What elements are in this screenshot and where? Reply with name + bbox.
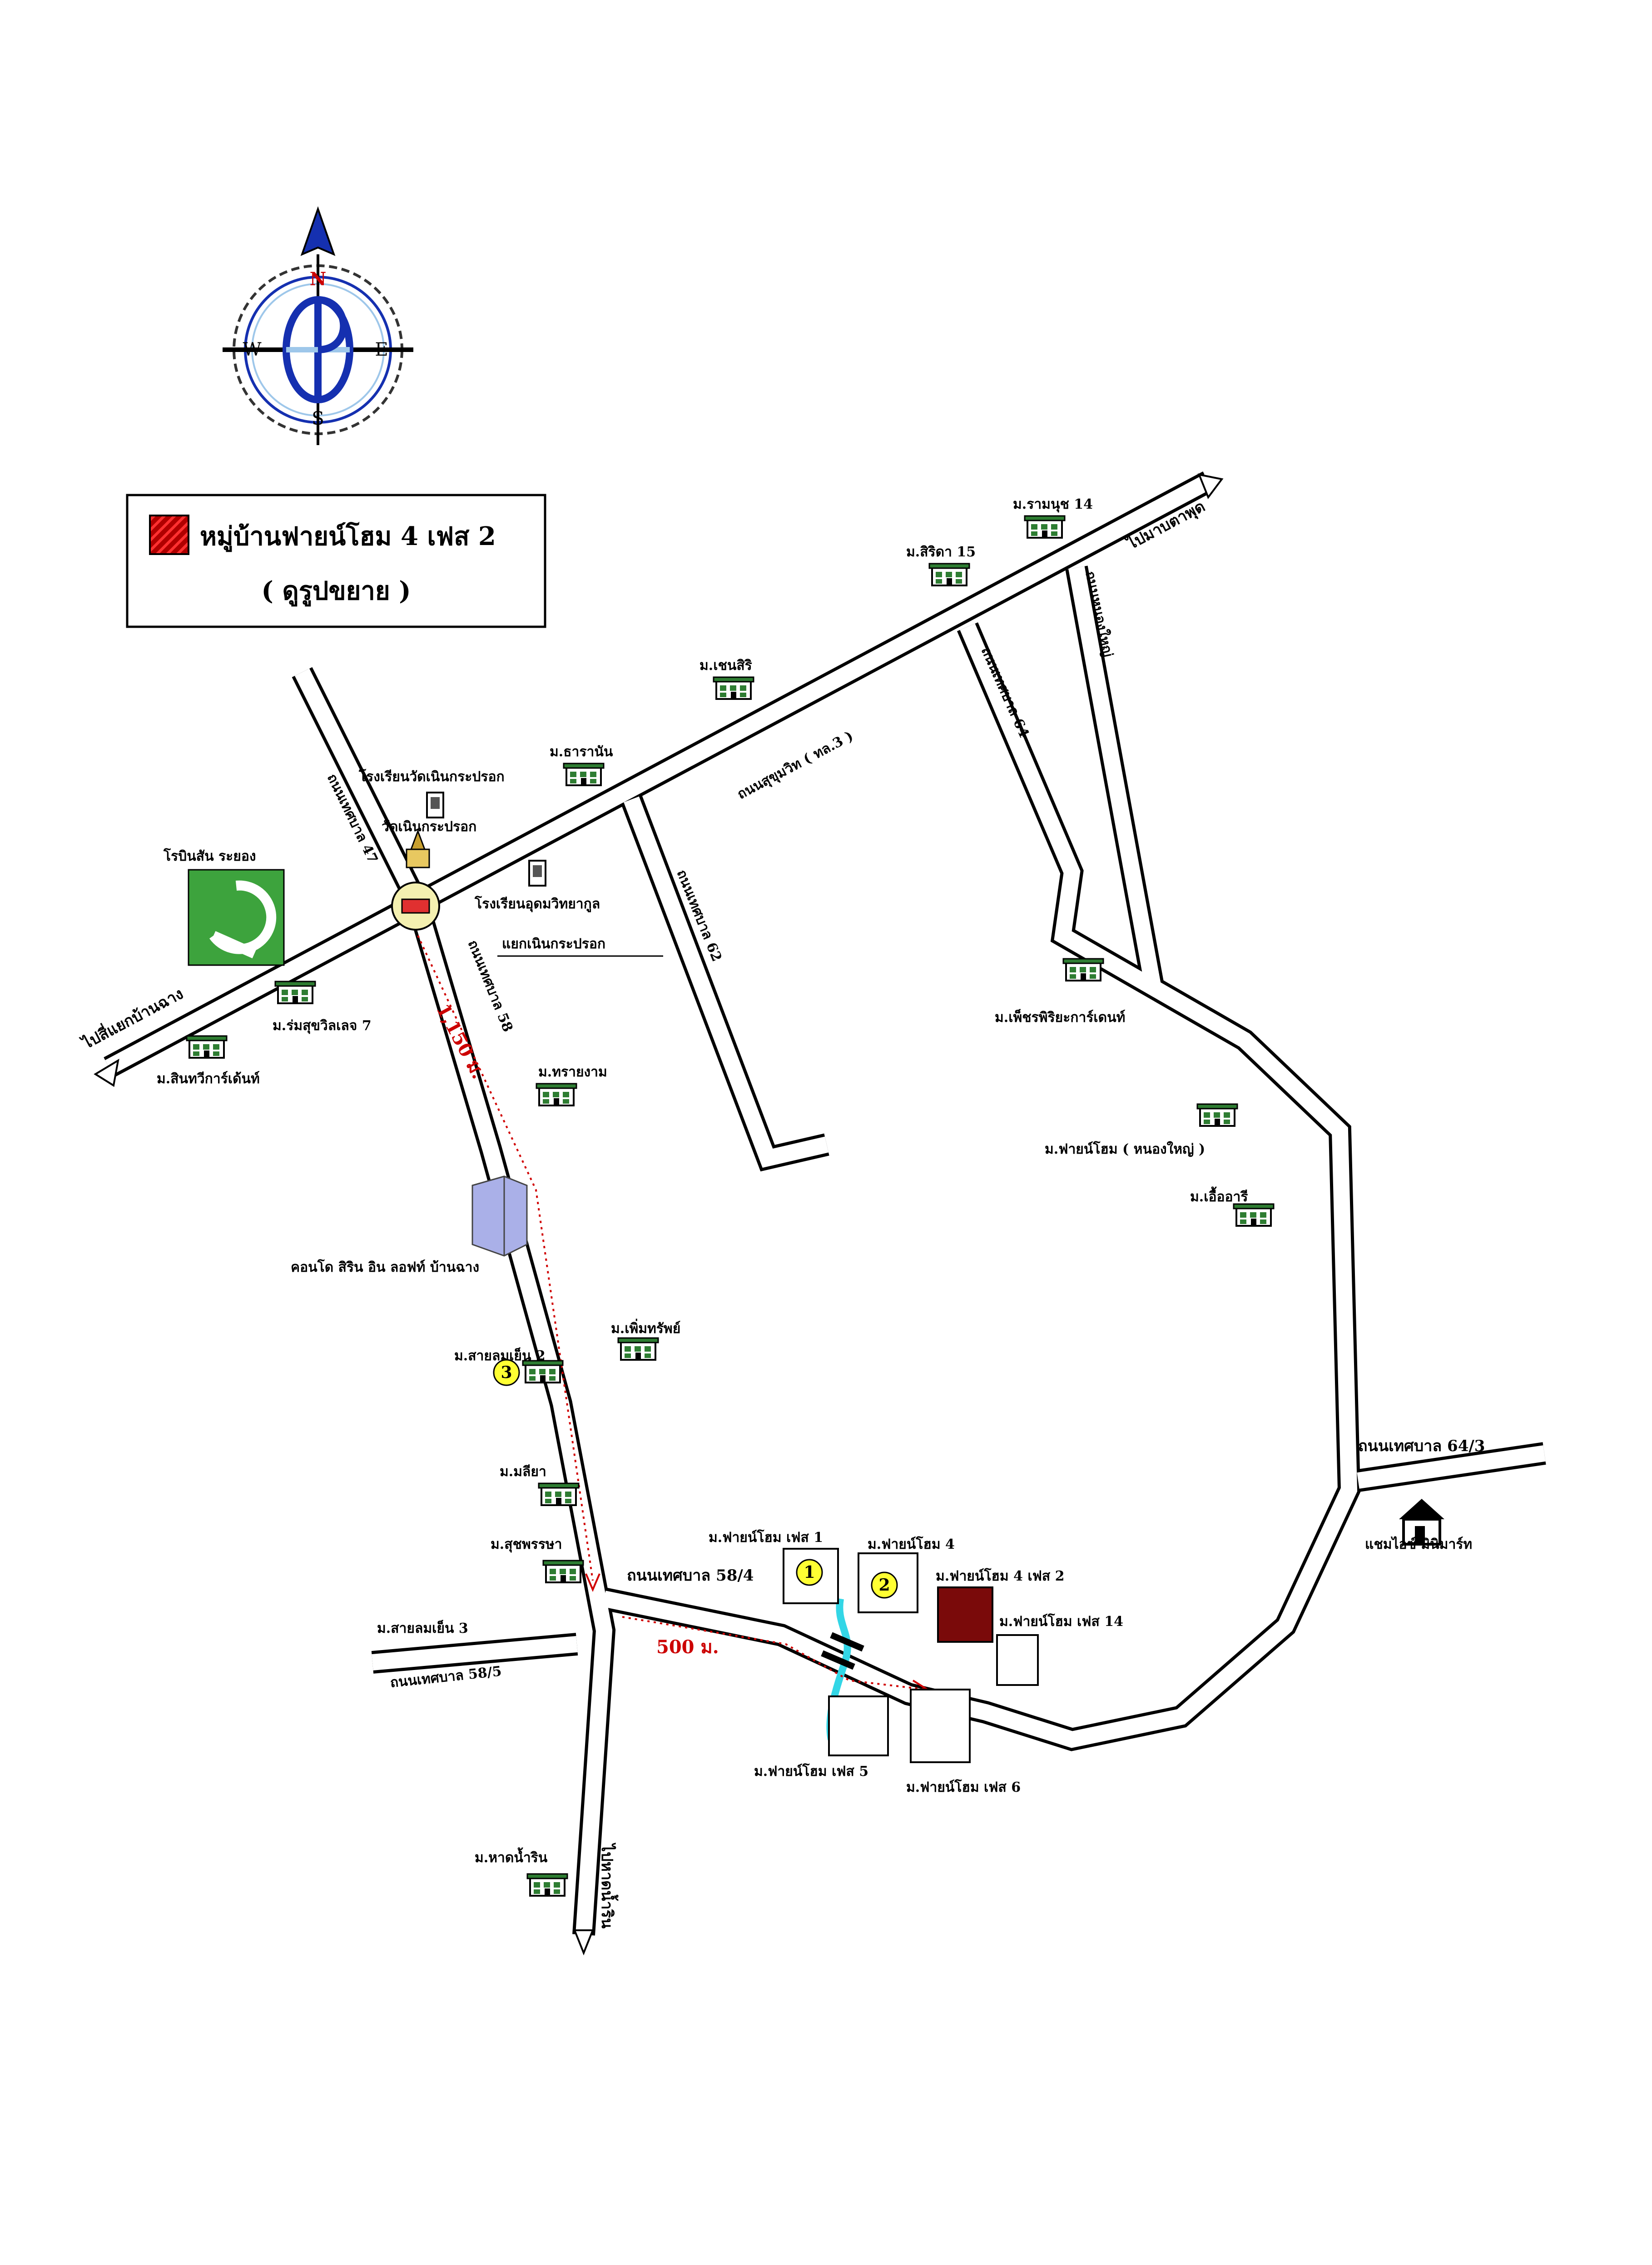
village-maliya-icon <box>538 1482 580 1506</box>
label-sailom-3: ม.สายลมเย็น 3 <box>377 1620 468 1636</box>
plot-finehome-phase14 <box>996 1634 1039 1686</box>
distance-line-500 <box>622 1616 927 1690</box>
arrow-west-icon <box>94 1059 119 1087</box>
label-fh-4: ม.ฟายน์โฮม 4 <box>868 1536 955 1552</box>
village-sailom2-icon <box>522 1360 564 1383</box>
label-fh-phase5: ม.ฟายน์โฮม เฟส 5 <box>754 1763 868 1779</box>
label-distance-500: 500 ม. <box>656 1636 719 1658</box>
label-ramanut-14: ม.รามนุช 14 <box>1013 496 1093 513</box>
legend-subtitle: ( ดูรูปขยาย ) <box>261 576 411 607</box>
label-sirida-15: ม.สิริดา 15 <box>906 544 976 560</box>
compass-w: W <box>243 339 261 360</box>
label-tharanan: ม.ธารานัน <box>550 744 613 760</box>
village-ueaaree-icon <box>1233 1203 1275 1227</box>
compass-s: S <box>312 408 324 429</box>
label-romsuk-7: ม.ร่มสุขวิลเลจ 7 <box>273 1018 372 1034</box>
label-saiyngam: ม.ทรายงาม <box>538 1064 607 1080</box>
label-road-58: ถนนเทศบาล 58 <box>465 938 516 1034</box>
label-road-sukhumvit: ถนนสุขุมวิท ( ทล.3 ) <box>734 728 856 803</box>
arrow-northeast-icon <box>1197 473 1224 500</box>
label-school-wat: โรงเรียนวัดเนินกระปรอก <box>358 768 505 785</box>
legend-box: หมู่บ้านฟายน์โฮม 4 เฟส 2 ( ดูรูปขยาย ) <box>126 494 546 628</box>
compass-n: N <box>310 268 327 290</box>
marker-3-label: 3 <box>501 1363 512 1382</box>
village-permsap-icon <box>617 1337 659 1361</box>
marker-3-icon <box>493 1359 520 1386</box>
bridge-icon <box>821 1632 864 1670</box>
marker-2-icon <box>871 1571 898 1599</box>
label-hat-nam-rin: ม.หาดน้ำริน <box>475 1847 548 1866</box>
label-phetpiriya: ม.เพ็ชรพิริยะการ์เดนท์ <box>995 1009 1125 1026</box>
school-udom-icon <box>528 860 546 887</box>
village-romsuk-icon <box>274 981 316 1004</box>
village-phetpiriya-icon <box>1062 958 1104 981</box>
label-permsap: ม.เพิ่มทรัพย์ <box>611 1318 680 1337</box>
school-wat-icon <box>426 792 444 818</box>
legend-title: หมู่บ้านฟายน์โฮม 4 เฟส 2 <box>200 521 496 552</box>
arrow-south-icon <box>573 1929 594 1956</box>
label-road-58-4: ถนนเทศบาล 58/4 <box>627 1566 754 1585</box>
label-fh-4-phase2: ม.ฟายน์โฮม 4 เฟส 2 <box>936 1567 1064 1584</box>
village-sinthawee-icon <box>186 1035 228 1059</box>
north-arrow-icon <box>300 206 336 256</box>
label-minimart: แชมไอซ์ มินิมาร์ท <box>1365 1536 1472 1552</box>
label-suchanya: ม.สุชพรรษา <box>491 1536 562 1553</box>
intersection-marker-icon <box>391 882 440 931</box>
compass: N S W E <box>223 206 413 445</box>
label-wat: วัดเนินกระปรอก <box>382 819 476 835</box>
label-to-hat-nam-rin: ไปหาดน้ำริน <box>598 1843 619 1928</box>
robinson-logo-icon <box>188 869 285 966</box>
label-intersection: แยกเนินกระปรอก <box>502 936 605 952</box>
village-sirida-icon <box>928 563 970 586</box>
label-sailom-2: ม.สายลมเย็น 2 <box>454 1347 546 1364</box>
plot-finehome-phase5 <box>828 1695 889 1756</box>
marker-2-label: 2 <box>878 1576 890 1595</box>
marker-1-icon <box>796 1559 823 1586</box>
temple-icon <box>406 829 430 868</box>
village-saiyngam-icon <box>536 1083 577 1106</box>
minimart-house-icon <box>1399 1499 1444 1546</box>
label-fh-phase14: ม.ฟายน์โฮม เฟส 14 <box>999 1613 1123 1630</box>
label-maliya: ม.มลียา <box>500 1464 546 1480</box>
legend-swatch-icon <box>149 515 189 555</box>
distance-line-1150 <box>417 935 594 1581</box>
label-condo: คอนโด สิริน อิน ลอฟท์ บ้านฉาง <box>291 1259 479 1275</box>
label-fh-phase6: ม.ฟายน์โฮม เฟส 6 <box>906 1779 1021 1795</box>
village-chensiri-icon <box>713 676 754 700</box>
plot-finehome-4-phase2-target <box>937 1586 993 1643</box>
village-finehome-nongyai-icon <box>1196 1103 1238 1127</box>
condo-building-icon <box>471 1175 528 1257</box>
label-fh-phase1: ม.ฟายน์โฮม เฟส 1 <box>709 1529 823 1546</box>
road-network <box>94 471 1546 1956</box>
village-hatnamrin-icon <box>526 1873 568 1897</box>
label-school-udom: โรงเรียนอุดมวิทยากูล <box>474 895 600 912</box>
label-robinson: โรบินสัน ระยอง <box>163 848 256 864</box>
label-sinthawee: ม.สินทวีการ์เด้นท์ <box>157 1071 260 1087</box>
village-ramanut-icon <box>1024 515 1066 539</box>
plot-finehome-phase6 <box>910 1689 971 1763</box>
label-finehome-nongyai: ม.ฟายน์โฮม ( หนองใหญ่ ) <box>1045 1140 1205 1157</box>
label-chensiri: ม.เชนสิริ <box>699 658 752 674</box>
marker-1-label: 1 <box>804 1563 815 1582</box>
compass-e: E <box>375 339 388 360</box>
label-uea-aree: ม.เอื้ออารี <box>1190 1186 1248 1205</box>
label-road-64-3: ถนนเทศบาล 64/3 <box>1358 1437 1485 1455</box>
village-tharanan-icon <box>563 763 605 786</box>
village-suchanya-icon <box>542 1560 584 1583</box>
